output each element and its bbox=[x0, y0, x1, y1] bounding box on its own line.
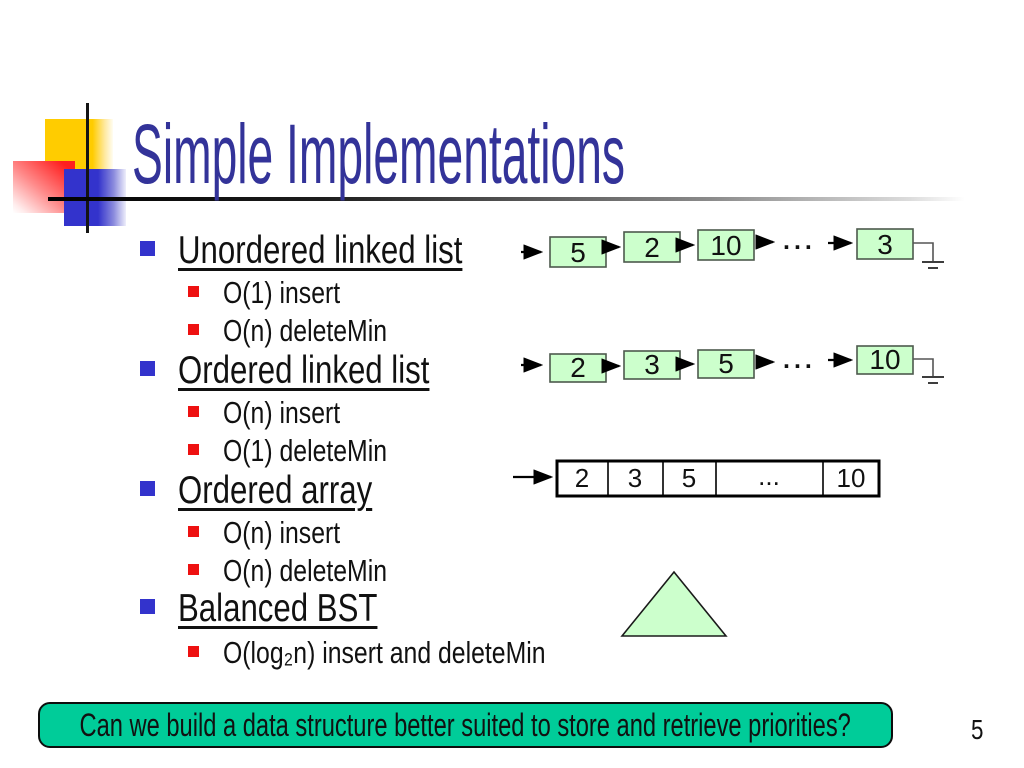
node-value: 2 bbox=[644, 232, 660, 263]
node-value: 2 bbox=[570, 352, 586, 383]
list-item: O(n) deleteMin bbox=[188, 553, 428, 588]
list-node bbox=[697, 349, 755, 379]
list-node bbox=[623, 231, 681, 263]
node-value: 5 bbox=[570, 237, 586, 268]
page-title: Simple Implementations bbox=[132, 107, 626, 201]
list-item-label: Ordered linked list bbox=[178, 349, 430, 392]
list-item-label: Balanced BST bbox=[178, 587, 378, 630]
list-item-label: O(n) insert bbox=[223, 515, 341, 550]
list-item: O(n) insert bbox=[188, 395, 369, 430]
title-divider bbox=[48, 197, 965, 201]
question-text: Can we build a data structure better sui… bbox=[79, 706, 852, 743]
list-item: Ordered array bbox=[140, 469, 421, 512]
list-node bbox=[697, 229, 755, 261]
list-node bbox=[856, 345, 914, 375]
list-item-label: Ordered array bbox=[178, 469, 373, 512]
list-item-label: O(1) deleteMin bbox=[223, 433, 388, 468]
ordered-array-diagram: 2 3 5 ... 10 bbox=[513, 459, 881, 498]
blue-square-bullet-icon bbox=[140, 241, 155, 256]
red-square-bullet-icon bbox=[188, 646, 199, 657]
node-value: 5 bbox=[718, 348, 734, 379]
node-value: 3 bbox=[877, 229, 893, 260]
list-item-label: O(n) insert bbox=[223, 395, 341, 430]
red-square-bullet-icon bbox=[188, 564, 199, 575]
list-node bbox=[549, 353, 607, 383]
list-item: O(n) deleteMin bbox=[188, 313, 428, 348]
blue-square-bullet-icon bbox=[140, 599, 155, 614]
array-cell-value: 3 bbox=[628, 463, 642, 493]
array-cell-value: 2 bbox=[575, 463, 589, 493]
list-item: Balanced BST bbox=[140, 587, 427, 630]
list-item: O(1) insert bbox=[188, 275, 369, 310]
red-square-bullet-icon bbox=[188, 526, 199, 537]
node-value: 10 bbox=[869, 344, 900, 375]
question-banner: Can we build a data structure better sui… bbox=[38, 702, 893, 748]
ellipsis: ... bbox=[783, 227, 816, 255]
ellipsis: ... bbox=[783, 346, 816, 374]
blue-square-bullet-icon bbox=[140, 361, 155, 376]
array-cell-value: 5 bbox=[682, 463, 696, 493]
list-item-label: O(log₂n) insert and deleteMin bbox=[223, 635, 546, 670]
list-item: O(log₂n) insert and deleteMin bbox=[188, 635, 626, 670]
node-value: 10 bbox=[710, 230, 741, 261]
unordered-linked-list-diagram: 5 2 10 ... 3 bbox=[521, 227, 944, 269]
list-item: O(n) insert bbox=[188, 515, 369, 550]
list-item: Unordered linked list bbox=[140, 229, 534, 272]
blue-square-bullet-icon bbox=[140, 481, 155, 496]
red-square-bullet-icon bbox=[188, 324, 199, 335]
list-item-label: Unordered linked list bbox=[178, 229, 463, 272]
red-square-bullet-icon bbox=[188, 286, 199, 297]
array-cell-value: ... bbox=[758, 461, 780, 491]
red-square-bullet-icon bbox=[188, 406, 199, 417]
bst-triangle-icon bbox=[620, 570, 728, 637]
decor-vertical-line bbox=[86, 103, 89, 233]
list-node bbox=[856, 228, 914, 260]
array-cell-value: 10 bbox=[837, 463, 866, 493]
node-value: 3 bbox=[644, 349, 660, 380]
list-item-label: O(n) deleteMin bbox=[223, 553, 388, 588]
array-box bbox=[555, 459, 881, 498]
list-item: O(1) deleteMin bbox=[188, 433, 428, 468]
null-terminator-icon bbox=[913, 242, 944, 269]
null-terminator-icon bbox=[913, 358, 944, 384]
red-square-bullet-icon bbox=[188, 444, 199, 455]
list-item-label: O(1) insert bbox=[223, 275, 341, 310]
list-item: Ordered linked list bbox=[140, 349, 492, 392]
ordered-linked-list-diagram: 2 3 5 ... 10 bbox=[521, 344, 944, 384]
page-number: 5 bbox=[971, 714, 984, 745]
list-item-label: O(n) deleteMin bbox=[223, 313, 388, 348]
